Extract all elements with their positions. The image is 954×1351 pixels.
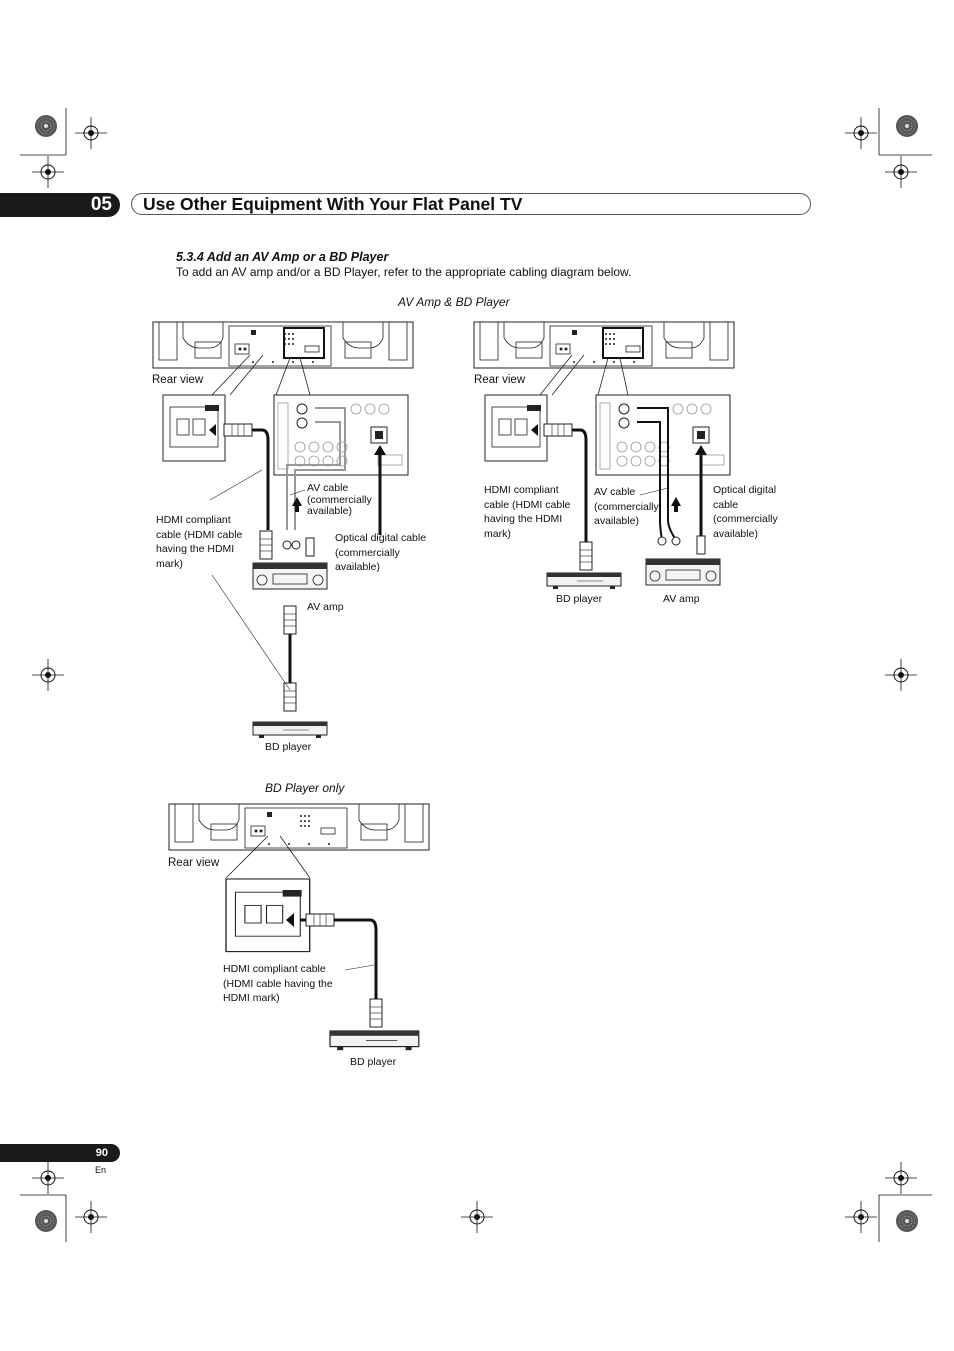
registration-mark-icon [34, 114, 58, 138]
registration-cross-icon [884, 658, 918, 692]
rear-view-label: Rear view [168, 857, 220, 869]
av-amp-label: AV amp [307, 601, 344, 613]
bd-player-left [252, 721, 328, 739]
chapter-number: 05 [0, 193, 120, 217]
registration-cross-icon [74, 1200, 108, 1234]
bd-player-right [546, 572, 622, 590]
av-cable-label: AV cable (commercially available) [594, 486, 659, 527]
hdmi-cable-label: HDMI compliant cable (HDMI cable having … [223, 963, 333, 1004]
bd-player-label: BD player [556, 593, 603, 605]
hdmi-port-panel-bottom [225, 878, 311, 953]
optical-cable-label: Optical digital cable (commercially avai… [335, 532, 427, 573]
language-code: En [95, 1165, 107, 1175]
page-number: 90 [0, 1144, 120, 1162]
optical-cable-label: Optical digital cable (commercially avai… [713, 484, 778, 540]
registration-cross-icon [884, 1161, 918, 1195]
bd-player-label: BD player [265, 741, 312, 753]
diagram-subtitle-bd-only: BD Player only [265, 781, 345, 795]
section-title: 5.3.4 Add an AV Amp or a BD Player [176, 250, 389, 264]
av-cable-label: AV cable (commercially available) [307, 482, 372, 517]
hdmi-cable-label: HDMI compliant cable (HDMI cable having … [484, 484, 571, 540]
section-intro: To add an AV amp and/or a BD Player, ref… [176, 265, 632, 279]
registration-cross-icon [844, 116, 878, 150]
registration-mark-icon [895, 114, 919, 138]
av-amp-left [252, 562, 328, 590]
registration-cross-icon [31, 658, 65, 692]
chapter-title: Use Other Equipment With Your Flat Panel… [143, 194, 523, 214]
rear-view-label: Rear view [152, 374, 204, 386]
registration-cross-icon [844, 1200, 878, 1234]
chapter-title-bar [131, 193, 811, 215]
bd-player-label: BD player [350, 1056, 397, 1068]
registration-mark-icon [34, 1209, 58, 1233]
registration-cross-icon [884, 155, 918, 189]
tv-rear-bottom [168, 803, 430, 851]
bd-player-bottom [329, 1030, 420, 1051]
registration-cross-icon [74, 116, 108, 150]
diagram-subtitle-av-amp-bd: AV Amp & BD Player [398, 295, 510, 309]
registration-mark-icon [895, 1209, 919, 1233]
registration-cross-icon [460, 1200, 494, 1234]
hdmi-cable-label: HDMI compliant cable (HDMI cable having … [156, 514, 243, 570]
av-amp-right [645, 558, 721, 586]
av-amp-label: AV amp [663, 593, 700, 605]
registration-cross-icon [31, 1161, 65, 1195]
registration-cross-icon [31, 155, 65, 189]
rear-view-label: Rear view [474, 374, 526, 386]
